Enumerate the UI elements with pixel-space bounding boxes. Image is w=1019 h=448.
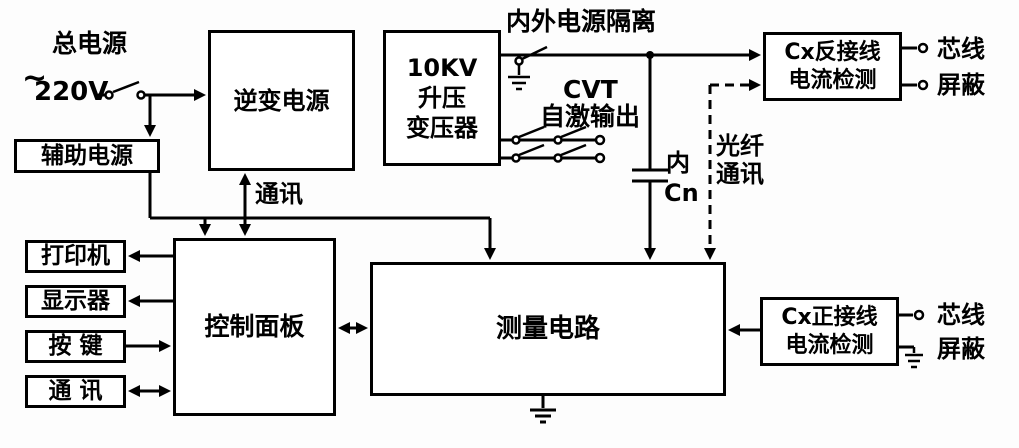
cx-reverse-box: Cx反接线 电流检测 bbox=[763, 32, 902, 101]
cx-forward-label-1: Cx正接线 bbox=[781, 305, 878, 330]
measure-ground-symbol bbox=[530, 396, 556, 424]
peripheral-links bbox=[126, 254, 173, 393]
transformer-label-1: 10KV bbox=[406, 54, 478, 82]
display-box: 显示器 bbox=[25, 285, 126, 318]
transformer-box: 10KV 升压 变压器 bbox=[383, 30, 501, 166]
cx-forward-label-2: 电流检测 bbox=[785, 332, 874, 358]
transformer-label-2: 升压 bbox=[418, 84, 466, 112]
isolation-switch-ground bbox=[508, 45, 548, 91]
comm-bus-label: 通讯 bbox=[255, 180, 303, 208]
measure-circuit-box: 测量电路 bbox=[370, 262, 726, 396]
transformer-label-3: 变压器 bbox=[406, 114, 478, 142]
inverter-box: 逆变电源 bbox=[208, 30, 355, 171]
keys-label: 按 键 bbox=[48, 333, 103, 360]
cvt-label: CVT bbox=[563, 75, 618, 104]
arrowheads bbox=[128, 49, 761, 397]
aux-power-box: 辅助电源 bbox=[14, 139, 160, 173]
control-panel-label: 控制面板 bbox=[204, 312, 305, 342]
fiber-dashed-wire bbox=[708, 83, 749, 250]
control-panel-box: 控制面板 bbox=[173, 238, 336, 416]
mains-switch bbox=[104, 80, 146, 100]
printer-label: 打印机 bbox=[41, 243, 110, 270]
forward-shield-label: 屏蔽 bbox=[937, 335, 985, 363]
mains-wire bbox=[98, 93, 492, 250]
cx-reverse-label-1: Cx反接线 bbox=[784, 40, 881, 65]
self-excite-label: 自激输出 bbox=[540, 102, 641, 131]
fiber-label-2: 通讯 bbox=[716, 160, 764, 188]
cx-forward-terminals bbox=[899, 309, 925, 369]
fiber-label-1: 光纤 bbox=[716, 132, 764, 160]
isolation-label: 内外电源隔离 bbox=[506, 7, 657, 36]
reverse-core-label: 芯线 bbox=[937, 35, 985, 63]
display-label: 显示器 bbox=[41, 288, 110, 315]
forward-core-label: 芯线 bbox=[937, 301, 985, 329]
cn-label-2: Cn bbox=[664, 179, 699, 207]
cx-forward-box: Cx正接线 电流检测 bbox=[760, 297, 899, 366]
printer-box: 打印机 bbox=[25, 240, 126, 273]
voltage-tilde: ~ bbox=[22, 61, 48, 96]
cn-label-1: 内 bbox=[666, 149, 690, 177]
keys-box: 按 键 bbox=[25, 330, 126, 363]
comm-label: 通 讯 bbox=[48, 378, 103, 405]
cx-reverse-label-2: 电流检测 bbox=[788, 67, 877, 93]
reverse-shield-label: 屏蔽 bbox=[937, 71, 985, 99]
capacitor-cn bbox=[632, 55, 668, 250]
measure-circuit-label: 测量电路 bbox=[495, 313, 600, 344]
inverter-label: 逆变电源 bbox=[233, 86, 330, 115]
main-power-label: 总电源 bbox=[52, 29, 128, 58]
aux-power-label: 辅助电源 bbox=[41, 142, 133, 169]
voltage-label: 220V bbox=[34, 77, 109, 107]
comm-box: 通 讯 bbox=[25, 375, 126, 408]
cx-reverse-terminals bbox=[902, 42, 929, 91]
cvt-output-switches bbox=[501, 125, 606, 164]
